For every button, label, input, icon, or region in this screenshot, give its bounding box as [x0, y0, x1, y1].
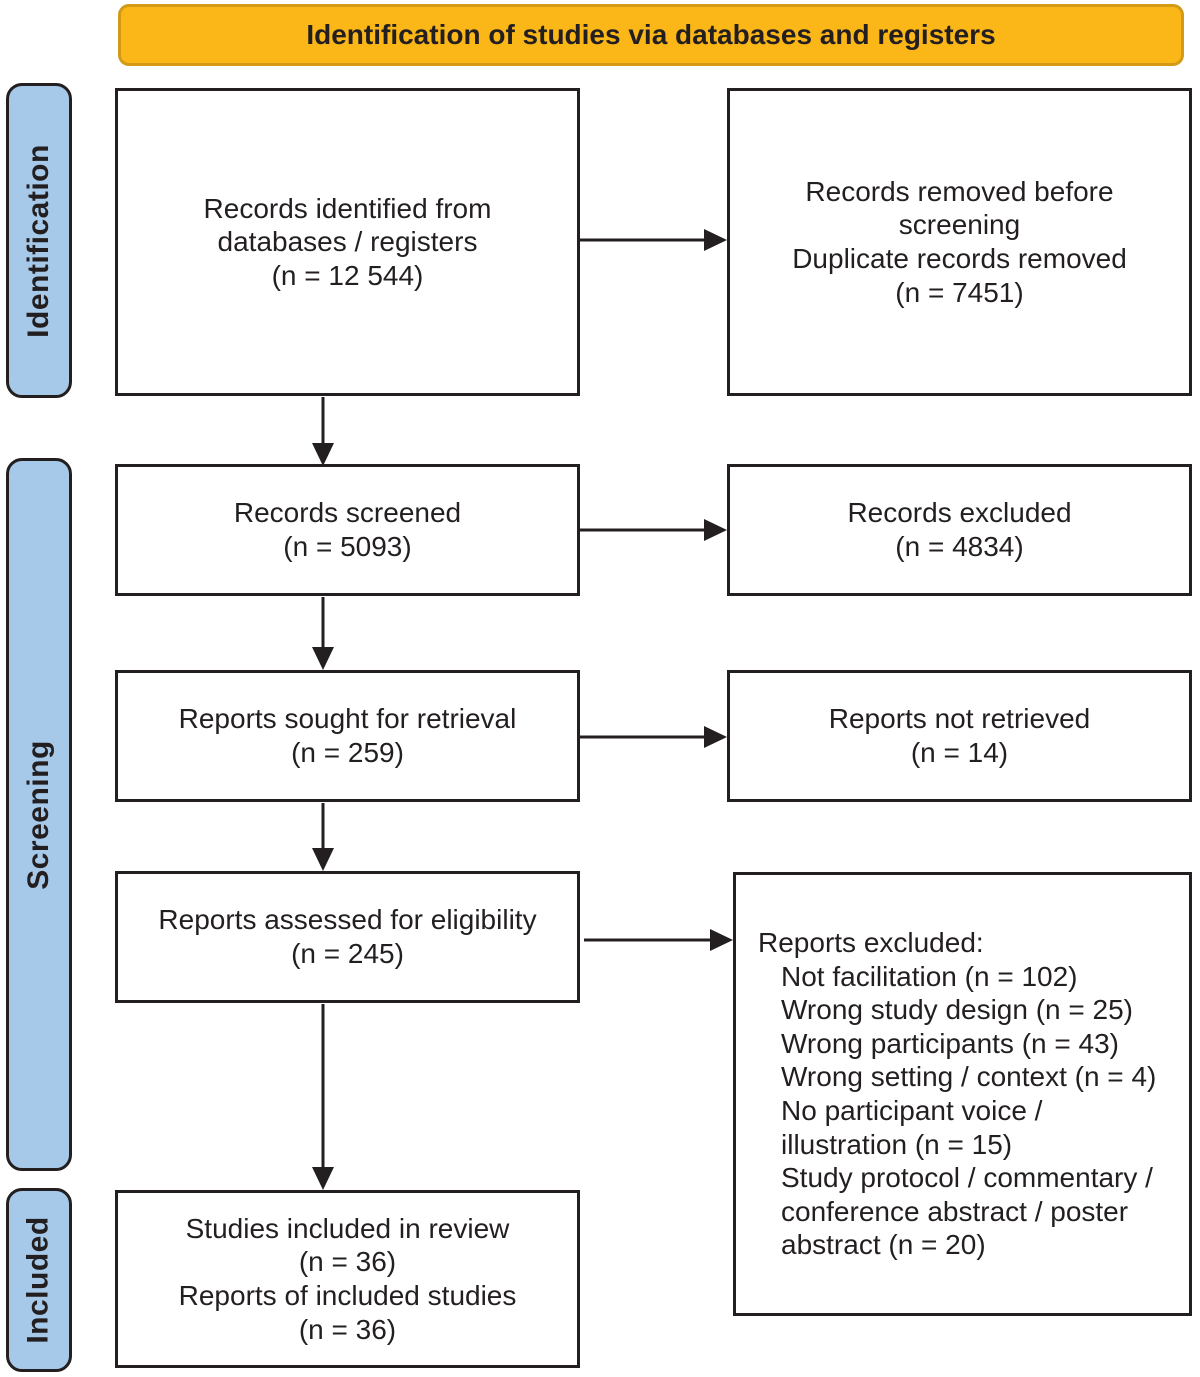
stage-label-identification: Identification — [6, 83, 72, 398]
reports-excluded-title: Reports excluded: — [758, 927, 984, 959]
box-reports-not-retrieved: Reports not retrieved (n = 14) — [727, 670, 1192, 802]
box-records-excluded-label: Records excluded (n = 4834) — [847, 497, 1072, 562]
reports-excluded-item: Wrong study design (n = 25) — [781, 994, 1134, 1026]
box-studies-included-label: Studies included in review (n = 36) Repo… — [178, 1212, 517, 1345]
reports-excluded-item: No participant voice / illustration (n =… — [781, 1095, 1043, 1160]
header-banner: Identification of studies via databases … — [118, 4, 1184, 66]
arrow-screened-to-excluded — [580, 519, 727, 541]
arrow-identified-to-removed — [580, 229, 727, 251]
box-reports-assessed-label: Reports assessed for eligibility (n = 24… — [158, 904, 537, 969]
arrow-identified-to-screened — [312, 397, 334, 466]
box-records-screened-label: Records screened (n = 5093) — [233, 497, 462, 562]
box-reports-excluded: Reports excluded: Not facilitation (n = … — [733, 872, 1192, 1316]
header-title: Identification of studies via databases … — [306, 19, 996, 50]
box-records-identified-label: Records identified from databases / regi… — [203, 192, 492, 291]
arrow-assessed-to-included — [312, 1004, 334, 1190]
stage-label-included: Included — [6, 1188, 72, 1372]
box-reports-sought: Reports sought for retrieval (n = 259) — [115, 670, 580, 802]
arrow-sought-to-assessed — [312, 803, 334, 871]
box-records-removed-label: Records removed before screening Duplica… — [792, 175, 1127, 308]
arrow-screened-to-sought — [312, 597, 334, 670]
reports-excluded-item: Not facilitation (n = 102) — [781, 960, 1078, 992]
box-reports-assessed: Reports assessed for eligibility (n = 24… — [115, 871, 580, 1003]
box-studies-included: Studies included in review (n = 36) Repo… — [115, 1190, 580, 1368]
reports-excluded-item: Wrong participants (n = 43) — [781, 1027, 1119, 1059]
box-records-excluded: Records excluded (n = 4834) — [727, 464, 1192, 596]
reports-excluded-item: Study protocol / commentary / conference… — [781, 1162, 1153, 1261]
box-reports-not-retrieved-label: Reports not retrieved (n = 14) — [828, 703, 1091, 768]
stage-included-text: Included — [22, 1216, 55, 1344]
reports-excluded-content: Reports excluded: Not facilitation (n = … — [736, 920, 1189, 1268]
box-records-identified: Records identified from databases / regi… — [115, 88, 580, 396]
box-records-removed: Records removed before screening Duplica… — [727, 88, 1192, 396]
stage-identification-text: Identification — [22, 143, 56, 338]
arrow-sought-to-not-retrieved — [580, 726, 727, 748]
box-records-screened: Records screened (n = 5093) — [115, 464, 580, 596]
stage-label-screening: Screening — [6, 458, 72, 1171]
arrow-assessed-to-reports-excluded — [584, 929, 733, 951]
box-reports-sought-label: Reports sought for retrieval (n = 259) — [178, 703, 517, 768]
reports-excluded-item: Wrong setting / context (n = 4) — [781, 1061, 1157, 1093]
stage-screening-text: Screening — [22, 739, 55, 890]
